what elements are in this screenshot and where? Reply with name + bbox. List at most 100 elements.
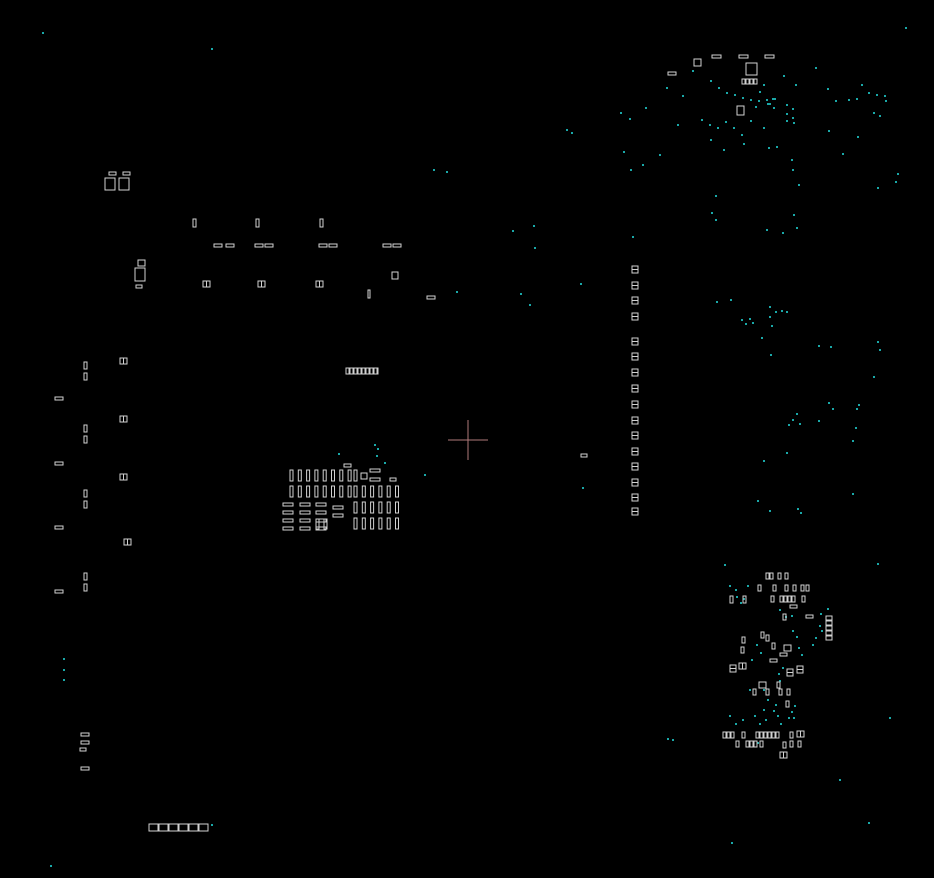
- via-dot: [520, 293, 522, 295]
- via-dot: [766, 99, 768, 101]
- via-dot: [897, 173, 899, 175]
- component-footprint: [764, 54, 775, 59]
- via-dot: [812, 644, 814, 646]
- component-footprint: [299, 502, 311, 507]
- component-footprint: [315, 510, 327, 515]
- via-dot: [792, 630, 794, 632]
- via-dot: [800, 512, 802, 514]
- via-dot: [63, 669, 65, 671]
- via-dot: [384, 462, 386, 464]
- component-footprint: [328, 243, 338, 248]
- via-dot: [832, 408, 834, 410]
- via-dot: [446, 171, 448, 173]
- component-footprint: [83, 489, 88, 498]
- via-dot: [741, 319, 743, 321]
- ic-pin: [395, 485, 399, 498]
- via-dot: [861, 84, 863, 86]
- component-footprint: [776, 681, 781, 689]
- via-dot: [877, 563, 879, 565]
- component-footprint: [83, 424, 88, 433]
- component-layer: [54, 54, 833, 832]
- component-footprint: [771, 642, 776, 650]
- via-dot: [756, 644, 758, 646]
- connector-pin: [825, 635, 833, 641]
- cursor-crosshair: [448, 420, 488, 460]
- via-dot: [796, 636, 798, 638]
- component-footprint: [730, 731, 735, 739]
- ic-pin: [331, 469, 335, 482]
- component-footprint: [801, 595, 806, 603]
- via-dot: [786, 113, 788, 115]
- component-footprint: [254, 243, 264, 248]
- component-footprint: [122, 171, 131, 176]
- component-footprint: [769, 572, 774, 580]
- component-footprint: [771, 731, 776, 739]
- ic-pin: [331, 485, 335, 498]
- via-dot: [820, 613, 822, 615]
- via-dot: [791, 159, 793, 161]
- component-footprint: [745, 78, 750, 85]
- via-dot: [571, 132, 573, 134]
- via-dot: [729, 585, 731, 587]
- via-dot: [768, 147, 770, 149]
- component-footprint: [760, 631, 765, 639]
- component-footprint: [711, 54, 722, 59]
- via-dot: [786, 120, 788, 122]
- via-dot: [827, 608, 829, 610]
- via-dot: [793, 717, 795, 719]
- via-dot: [769, 103, 771, 105]
- component-footprint: [785, 700, 790, 708]
- ic-pin: [353, 501, 358, 514]
- via-dot: [877, 341, 879, 343]
- via-dot: [786, 452, 788, 454]
- via-dot: [815, 67, 817, 69]
- via-dot: [682, 95, 684, 97]
- ic-pin: [322, 469, 327, 482]
- via-dot: [856, 98, 858, 100]
- via-dot: [830, 346, 832, 348]
- ic-pin: [386, 501, 391, 514]
- via-dot: [623, 151, 625, 153]
- via-dot: [796, 413, 798, 415]
- via-dot: [815, 637, 817, 639]
- via-dot: [782, 667, 784, 669]
- component-footprint: [367, 289, 371, 299]
- via-dot: [750, 99, 752, 101]
- via-dot: [773, 107, 775, 109]
- via-dot: [642, 164, 644, 166]
- component-footprint: [758, 681, 767, 689]
- via-dot: [667, 738, 669, 740]
- via-dot: [792, 169, 794, 171]
- via-dot: [433, 169, 435, 171]
- ic-pin: [378, 517, 383, 530]
- ic-footprint: [745, 62, 758, 76]
- component-footprint: [83, 572, 88, 581]
- ic-pin: [361, 517, 366, 530]
- via-dot: [769, 316, 771, 318]
- ic-pin: [365, 367, 370, 375]
- via-dot: [783, 75, 785, 77]
- component-footprint: [792, 584, 797, 592]
- component-footprint: [213, 243, 223, 248]
- component-footprint: [319, 218, 324, 228]
- via-dot: [769, 510, 771, 512]
- component-footprint: [778, 688, 783, 696]
- via-dot: [796, 227, 798, 229]
- via-dot: [879, 115, 881, 117]
- component-footprint: [343, 463, 352, 468]
- via-dot: [889, 717, 891, 719]
- component-footprint: [735, 740, 740, 748]
- via-dot: [779, 609, 781, 611]
- via-dot: [828, 402, 830, 404]
- header-pin: [198, 823, 209, 832]
- ic-pin: [395, 501, 399, 514]
- via-dot: [701, 119, 703, 121]
- via-dot: [630, 169, 632, 171]
- via-dot: [723, 149, 725, 151]
- via-dot: [788, 717, 790, 719]
- via-dot: [734, 94, 736, 96]
- via-dot: [839, 779, 841, 781]
- component-footprint: [332, 505, 344, 510]
